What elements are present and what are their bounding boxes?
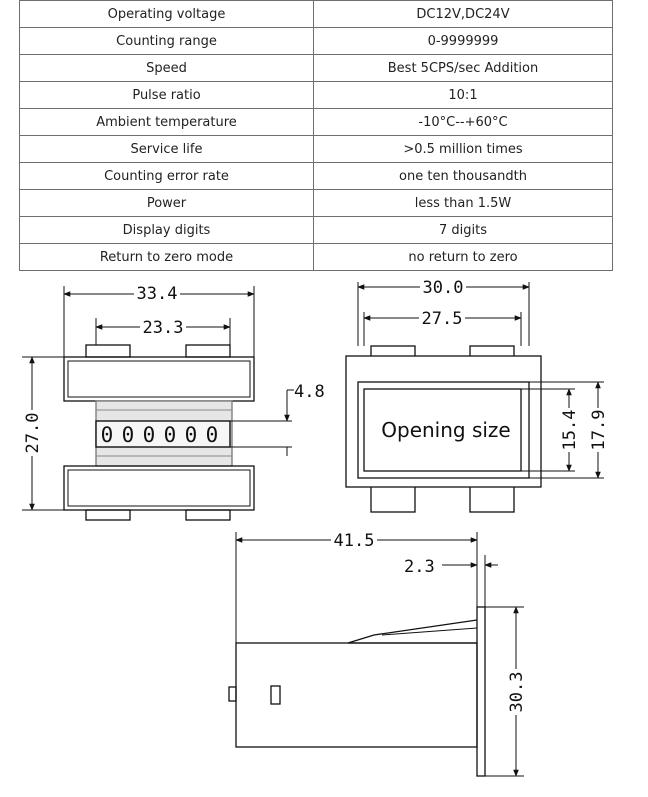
dim-label-2-3: 2.3 <box>404 557 435 577</box>
spec-value: less than 1.5W <box>313 189 613 217</box>
spec-label: Pulse ratio <box>19 81 314 109</box>
display-digit: 0 <box>143 423 156 447</box>
spec-label: Display digits <box>19 216 314 244</box>
front-bottom-frame-outer <box>63 465 255 511</box>
opening-outline <box>363 388 522 472</box>
dim-label-41-5: 41.5 <box>334 531 375 551</box>
display-digit: 0 <box>101 423 114 447</box>
spec-value: 10:1 <box>313 81 613 109</box>
spec-value: Best 5CPS/sec Addition <box>313 54 613 82</box>
spec-label: Return to zero mode <box>19 243 314 271</box>
dim-label-30-3: 30.3 <box>507 672 527 713</box>
dim-label-23-3: 23.3 <box>143 318 184 338</box>
spec-row: Ambient temperature-10°C--+60°C <box>19 108 613 136</box>
front-top-tab-left <box>85 344 131 358</box>
display-digit: 0 <box>164 423 177 447</box>
spec-label: Power <box>19 189 314 217</box>
spec-value: 0-9999999 <box>313 27 613 55</box>
spec-value: -10°C--+60°C <box>313 108 613 136</box>
cutout-mid-outline <box>357 381 530 479</box>
display-window <box>95 420 231 448</box>
front-view <box>22 286 294 521</box>
side-terminal-slot <box>270 685 281 705</box>
spec-value: no return to zero <box>313 243 613 271</box>
dim-label-27-0: 27.0 <box>23 413 43 454</box>
dim-label-33-4: 33.4 <box>137 284 178 304</box>
dim-label-15-4: 15.4 <box>560 410 580 451</box>
front-bottom-tab-right <box>185 509 231 521</box>
front-top-frame-outer <box>63 356 255 402</box>
display-digit: 0 <box>122 423 135 447</box>
cutout-view-labels: 30.0 27.5 Opening size 15.4 17.9 <box>381 278 609 452</box>
dim-label-30-0: 30.0 <box>423 278 464 298</box>
front-top-frame-inner <box>67 360 251 398</box>
side-view <box>228 532 524 777</box>
spec-label: Counting error rate <box>19 162 314 190</box>
spec-value: DC12V,DC24V <box>313 0 613 28</box>
display-digit: 0 <box>206 423 219 447</box>
side-flange <box>476 606 486 777</box>
spec-label: Ambient temperature <box>19 108 314 136</box>
spec-value: >0.5 million times <box>313 135 613 163</box>
dim-label-4-8: 4.8 <box>294 382 325 402</box>
side-rear-nub <box>228 686 237 702</box>
dim-label-27-5: 27.5 <box>422 309 463 329</box>
opening-size-label: Opening size <box>381 418 510 442</box>
spec-row: Service life>0.5 million times <box>19 135 613 163</box>
spec-label: Operating voltage <box>19 0 314 28</box>
front-top-tab-right <box>185 344 231 358</box>
spec-value: one ten thousandth <box>313 162 613 190</box>
side-body <box>235 642 478 748</box>
front-bottom-frame-inner <box>67 469 251 507</box>
cutout-view <box>345 282 604 513</box>
side-view-labels: 41.5 2.3 30.3 <box>331 531 527 715</box>
side-clip-top <box>347 619 478 644</box>
spec-label: Service life <box>19 135 314 163</box>
dim-label-17-9: 17.9 <box>589 410 609 451</box>
display-digit: 0 <box>185 423 198 447</box>
front-bottom-tab-left <box>85 509 131 521</box>
